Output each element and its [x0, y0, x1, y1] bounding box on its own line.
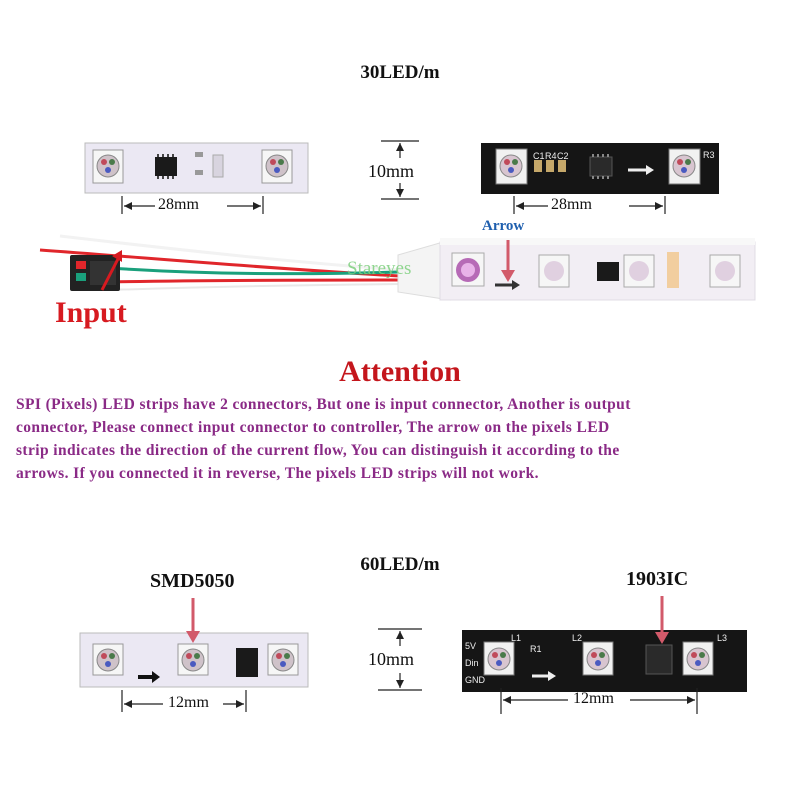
- heading-60led: 60LED/m: [360, 554, 440, 575]
- bottom-left-width-label: 12mm: [168, 694, 209, 711]
- arrow-label: Arrow: [482, 218, 525, 234]
- notice-line-3: strip indicates the direction of the cur…: [16, 442, 620, 459]
- watermark: Stareyes: [347, 258, 412, 279]
- top-height-label: 10mm: [368, 161, 415, 181]
- input-label: Input: [55, 296, 127, 329]
- notice-line-2: connector, Please connect input connecto…: [16, 419, 610, 436]
- notice-line-4: arrows. If you connected it in reverse, …: [16, 465, 539, 482]
- pcb-mark-r4: R4: [545, 151, 557, 161]
- pcb-mark-l1: L1: [511, 633, 522, 643]
- pcb-mark-c2: C2: [557, 151, 569, 161]
- notice-line-1: SPI (Pixels) LED strips have 2 connector…: [16, 396, 631, 413]
- smd5050-label: SMD5050: [150, 570, 235, 592]
- bottom-right-width-label: 12mm: [573, 690, 614, 707]
- pcb-mark-l2: L2: [572, 633, 583, 643]
- top-right-width-label: 28mm: [551, 196, 592, 213]
- pcb-mark-gnd: GND: [465, 675, 485, 685]
- pcb-mark-l3: L3: [717, 633, 728, 643]
- pcb-mark-r3: R3: [703, 150, 715, 160]
- attention-notice: SPI (Pixels) LED strips have 2 connector…: [16, 393, 796, 485]
- top-left-width-label: 28mm: [158, 196, 199, 213]
- heading-30led: 30LED/m: [360, 62, 440, 83]
- bottom-height-label: 10mm: [368, 649, 415, 669]
- pcb-mark-c1: C1: [533, 151, 545, 161]
- pcb-mark-5v: 5V: [465, 641, 477, 651]
- pcb-mark-din: Din: [465, 658, 479, 668]
- attention-title: Attention: [339, 355, 461, 388]
- ic1903-label: 1903IC: [626, 568, 689, 590]
- pcb-mark-r1: R1: [530, 644, 542, 654]
